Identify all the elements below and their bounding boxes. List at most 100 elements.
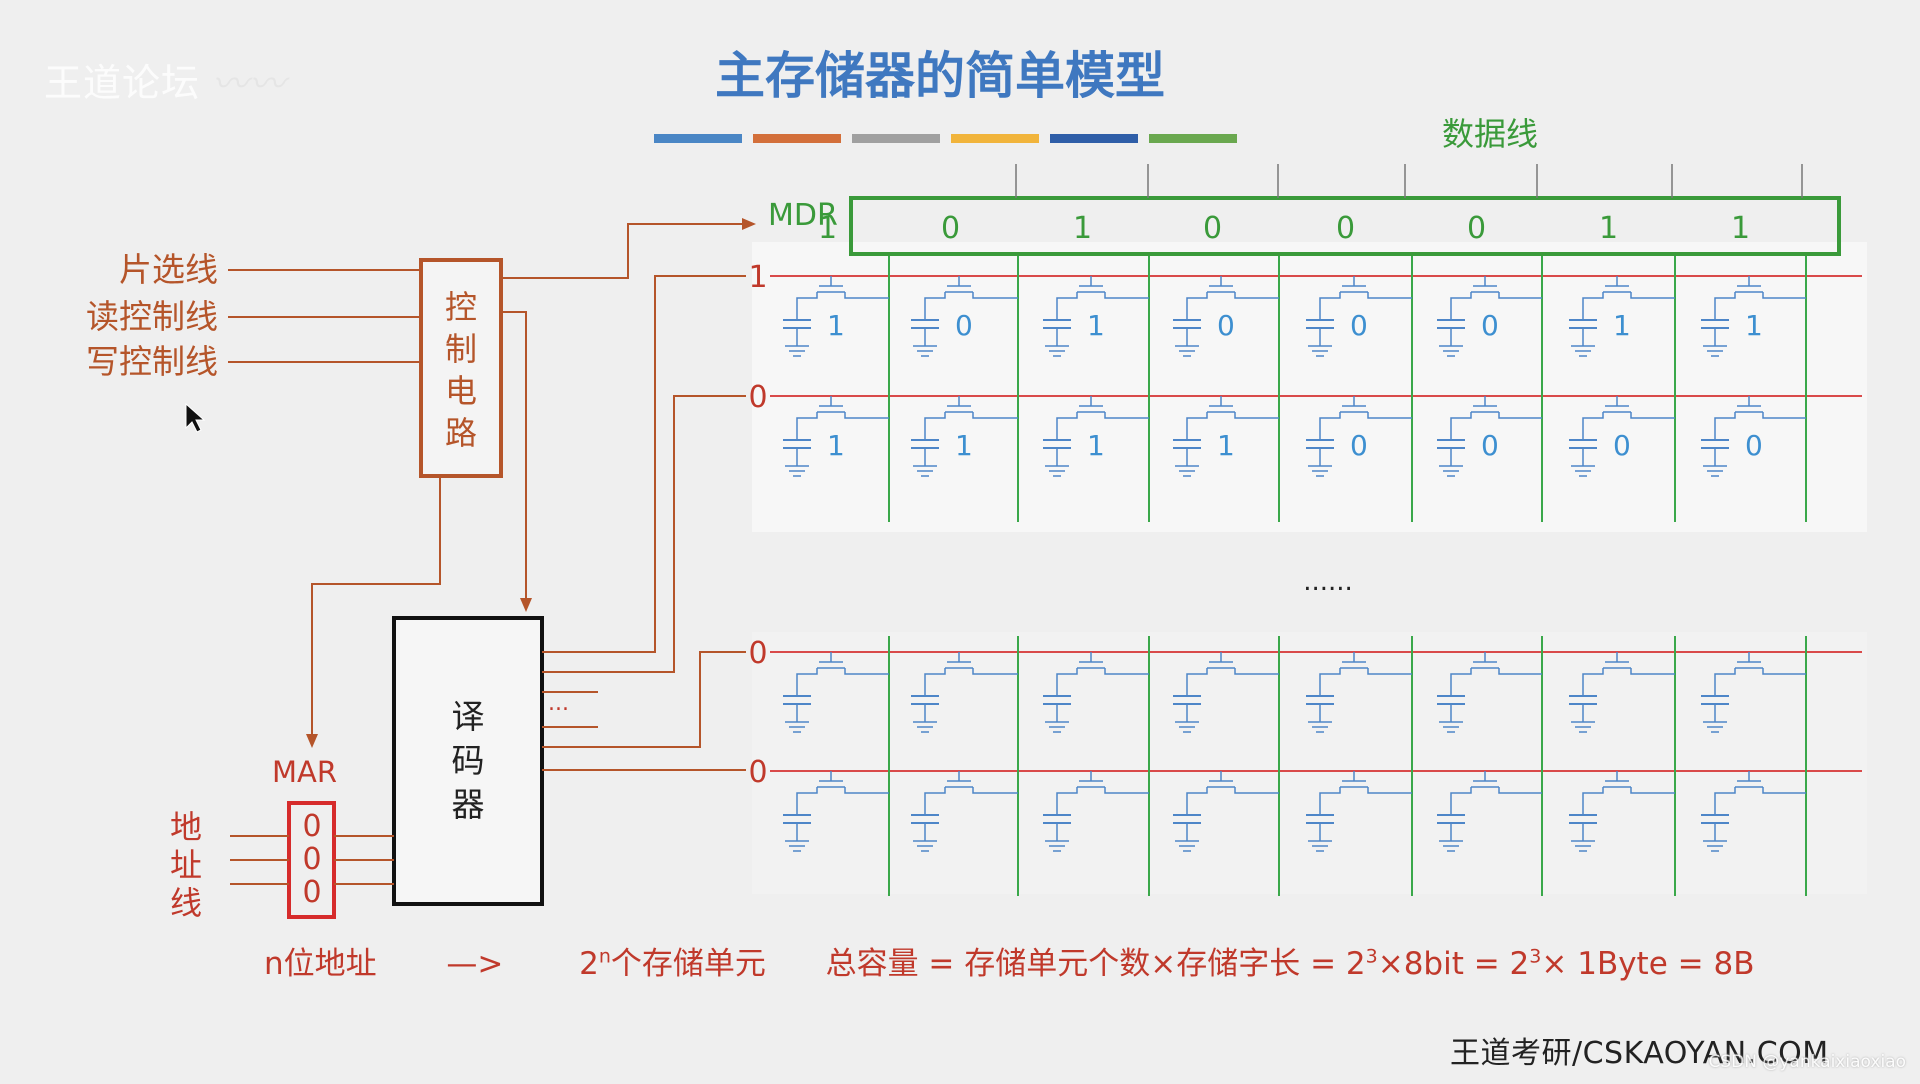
decoder-output-wire	[542, 395, 746, 673]
slide-title: 主存储器的简单模型	[715, 47, 1165, 105]
mdr-bit: 1	[1731, 211, 1750, 246]
array-background-bottom	[752, 632, 1867, 894]
formula-address-bits: n位地址	[264, 946, 377, 982]
mar-label: MAR	[272, 755, 337, 789]
control-to-decoder-arrowhead	[520, 598, 532, 612]
cell-bit-value: 1	[1217, 429, 1235, 462]
cell-bit-value: 0	[1350, 429, 1368, 462]
decoder-output-wire	[542, 275, 746, 653]
mdr-bit: 0	[1467, 211, 1486, 246]
storage-cell: 0	[1306, 276, 1412, 357]
color-bar-segment	[951, 134, 1039, 143]
storage-cell	[1306, 652, 1412, 733]
mouse-cursor-icon	[185, 402, 206, 433]
mar-bit: 0	[302, 809, 321, 844]
mdr-bit: 0	[941, 211, 960, 246]
cell-bit-value: 1	[827, 309, 845, 342]
cell-bit-value: 0	[955, 309, 973, 342]
storage-cell: 0	[1306, 396, 1412, 477]
storage-cell	[1569, 652, 1675, 733]
decoder-box	[392, 616, 544, 906]
control-to-mdr-wire	[501, 223, 750, 279]
color-bar-segment	[1050, 134, 1138, 143]
formula-total-capacity: 总容量 = 存储单元个数×存储字长 = 23×8bit = 23 × 1Byte…	[825, 945, 1755, 982]
storage-cell: 1	[1701, 276, 1806, 357]
array-background-top	[752, 242, 1867, 532]
storage-cell	[1437, 652, 1542, 733]
control-line-label: 读控制线	[86, 297, 218, 336]
middle-ellipsis: ......	[1303, 567, 1353, 597]
storage-cell: 0	[1437, 396, 1542, 477]
storage-cell: 1	[783, 276, 889, 357]
storage-cell: 0	[1437, 276, 1542, 357]
bit-lines	[888, 256, 1807, 896]
decoder-char: 器	[452, 785, 485, 824]
mar-bit: 0	[302, 842, 321, 877]
cell-bit-value: 0	[1217, 309, 1235, 342]
storage-cell: 1	[1043, 396, 1149, 477]
mdr-bit: 0	[1203, 211, 1222, 246]
color-bar-segment	[852, 134, 940, 143]
storage-cell	[1173, 771, 1279, 852]
storage-cell	[1701, 771, 1806, 852]
storage-cell	[911, 652, 1018, 733]
storage-cell: 1	[1043, 276, 1149, 357]
address-line-char: 线	[170, 884, 202, 922]
storage-cell: 0	[911, 276, 1018, 357]
csdn-credit: CSDN @yankaixiaoxiao	[1708, 1052, 1907, 1072]
storage-cell: 0	[1701, 396, 1806, 477]
capacity-formula: n位地址 —> 2n 个存储单元 总容量 = 存储单元个数×存储字长 = 23×…	[264, 938, 1754, 983]
watermark-logo: 王道论坛〰〰	[44, 52, 286, 107]
address-line-char: 址	[170, 846, 202, 884]
cell-bit-value: 1	[1087, 429, 1105, 462]
color-bar-segment	[753, 134, 841, 143]
decoder-char: 码	[452, 741, 485, 780]
cell-bit-value: 0	[1745, 429, 1763, 462]
word-line-select-value: 0	[748, 380, 767, 415]
mdr-bit: 1	[1599, 211, 1618, 246]
storage-cell: 1	[1173, 396, 1279, 477]
mar-bit: 0	[302, 875, 321, 910]
decoder-output-wire	[542, 651, 746, 748]
title-color-bar	[654, 134, 1237, 143]
formula-cell-count: 2n 个存储单元	[579, 945, 766, 982]
storage-cell	[1306, 771, 1412, 852]
cell-bit-value: 1	[955, 429, 973, 462]
cell-bit-value: 0	[1613, 429, 1631, 462]
control-circuit-char: 路	[445, 414, 477, 452]
storage-cell: 1	[911, 396, 1018, 477]
mdr-bit: 1	[1073, 211, 1092, 246]
footer-brand: 王道考研/CSKAOYAN.COM	[1450, 1036, 1829, 1071]
cell-bit-value: 0	[1481, 429, 1499, 462]
mar-bits: 000	[302, 809, 321, 910]
control-circuit-box	[419, 258, 503, 478]
decoder-outputs	[542, 275, 746, 771]
cell-bit-value: 1	[1613, 309, 1631, 342]
cell-bit-value: 1	[1087, 309, 1105, 342]
control-circuit-char: 制	[445, 330, 477, 368]
storage-cell	[1569, 771, 1675, 852]
control-line-label: 片选线	[119, 250, 218, 289]
decoder-label: 译码器	[452, 697, 485, 824]
cell-bit-value: 1	[827, 429, 845, 462]
storage-cell	[783, 652, 889, 733]
decoder-char: 译	[452, 697, 485, 736]
control-circuit-char: 控	[445, 288, 477, 326]
data-lines-label: 数据线	[1442, 115, 1538, 153]
storage-cell	[1173, 652, 1279, 733]
color-bar-segment	[1149, 134, 1237, 143]
control-to-decoder-wire	[501, 311, 527, 604]
storage-cell: 1	[1569, 276, 1675, 357]
control-to-mar-wire	[311, 476, 441, 740]
word-line-select-value: 0	[748, 636, 767, 671]
storage-cell	[911, 771, 1018, 852]
decoder-ellipsis: ...	[548, 691, 569, 716]
storage-cell	[1043, 771, 1149, 852]
formula-arrow: —>	[446, 946, 504, 982]
